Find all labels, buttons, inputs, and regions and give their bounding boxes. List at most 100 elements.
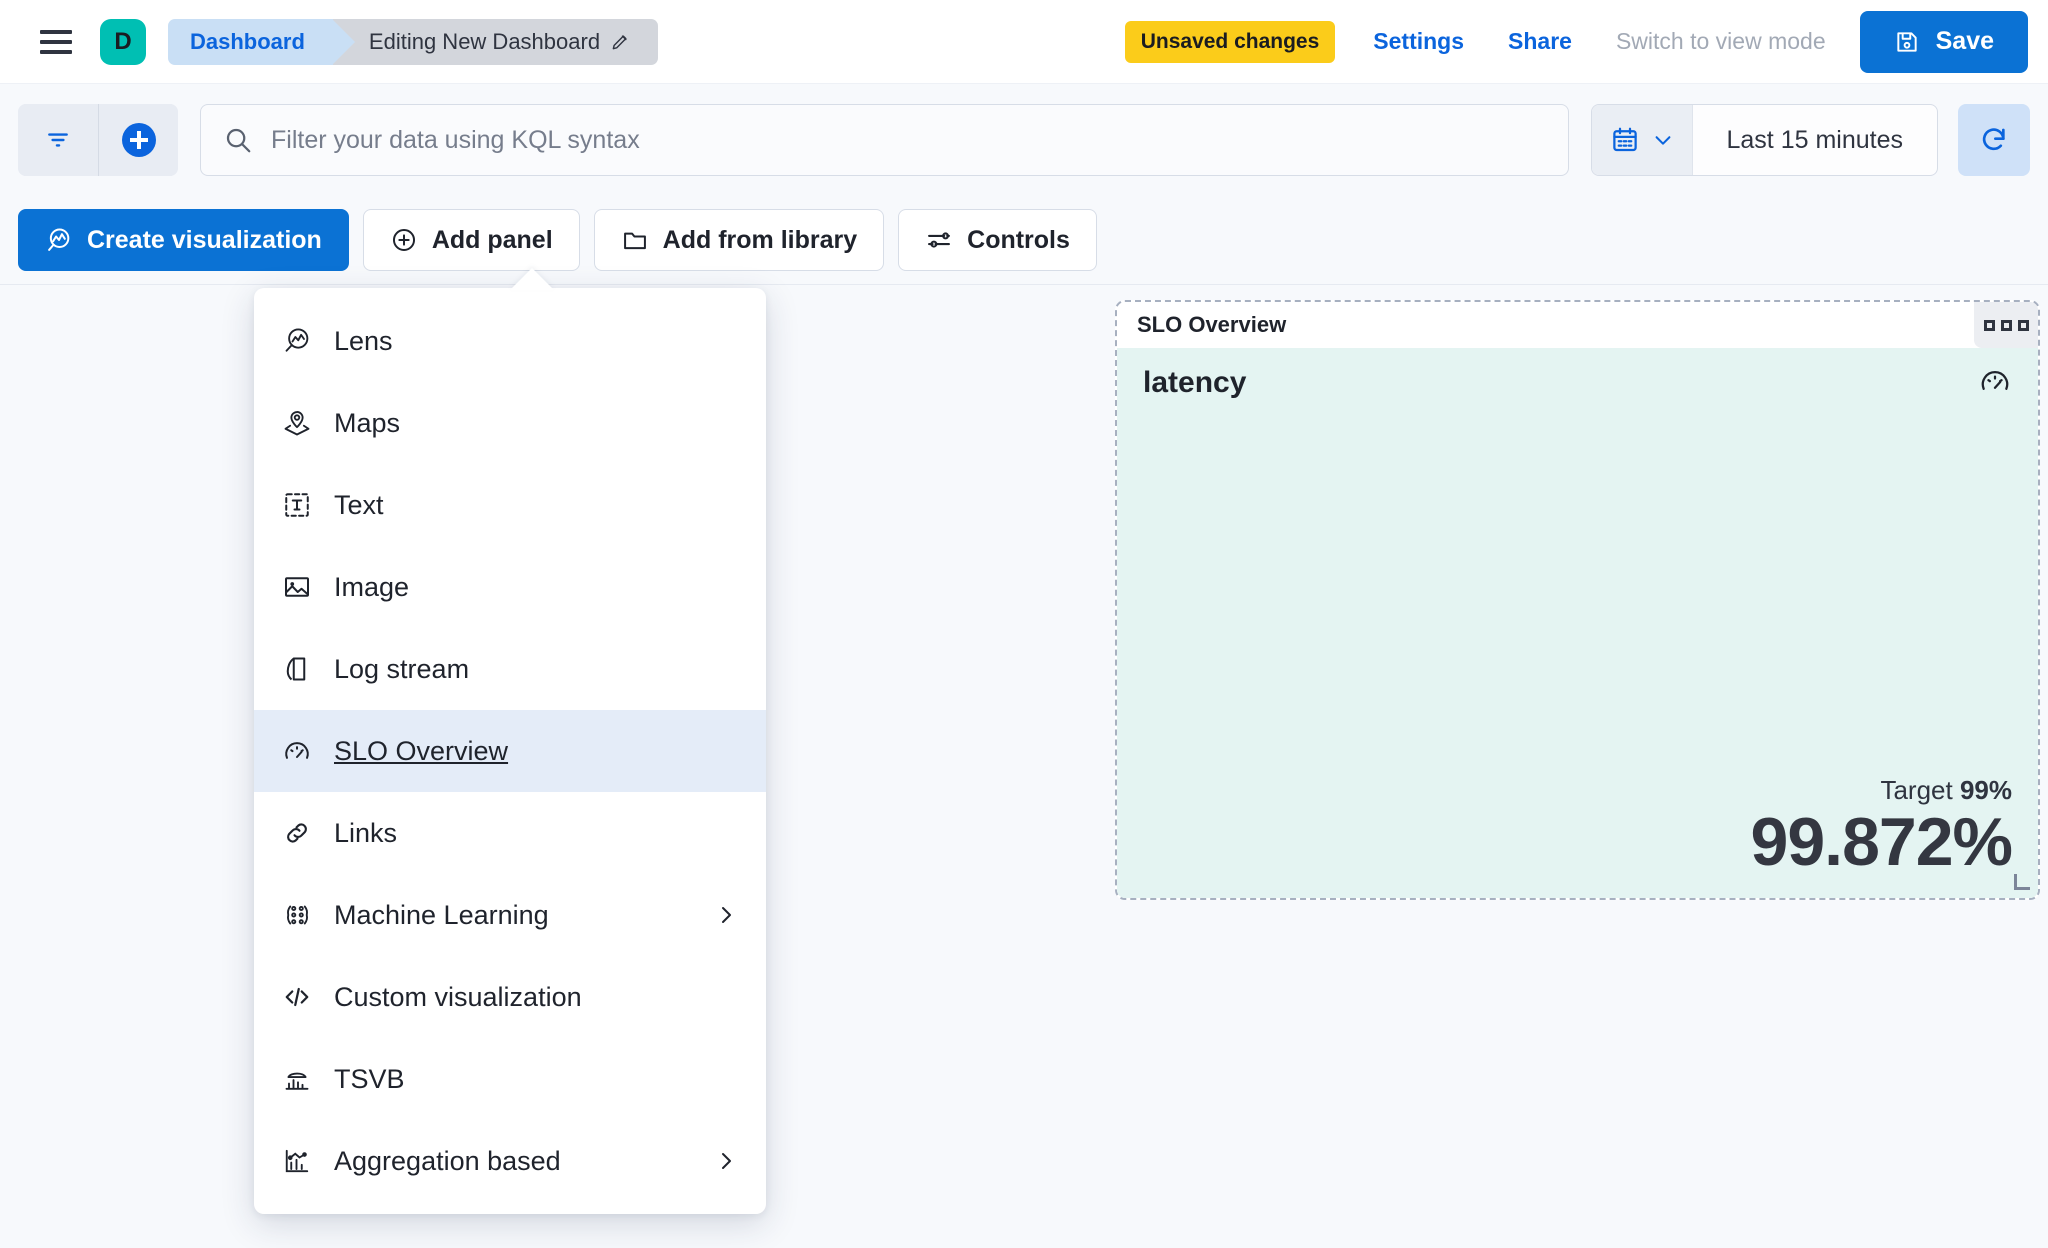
filter-button-group bbox=[18, 104, 178, 176]
save-button[interactable]: Save bbox=[1859, 10, 2028, 73]
add-panel-menu: Lens Maps Text Image Log stream bbox=[254, 288, 766, 1214]
aggregation-chart-icon bbox=[285, 1149, 309, 1173]
menu-item-label: Machine Learning bbox=[334, 899, 549, 930]
menu-item-aggregation-based[interactable]: Aggregation based bbox=[254, 1120, 766, 1202]
image-icon bbox=[285, 577, 310, 597]
add-from-library-button[interactable]: Add from library bbox=[593, 209, 885, 271]
log-stream-icon bbox=[286, 657, 306, 681]
context-dot bbox=[2017, 319, 2029, 331]
query-bar-row: Filter your data using KQL syntax Last 1… bbox=[0, 84, 2048, 196]
switch-to-view-mode-link[interactable]: Switch to view mode bbox=[1615, 28, 1826, 54]
search-input-placeholder: Filter your data using KQL syntax bbox=[271, 125, 640, 154]
slo-target-value: 99% bbox=[1959, 775, 2012, 805]
gauge-icon bbox=[1981, 371, 2009, 390]
menu-item-image[interactable]: Image bbox=[254, 546, 766, 628]
unsaved-changes-badge[interactable]: Unsaved changes bbox=[1124, 20, 1336, 63]
menu-item-machine-learning[interactable]: Machine Learning bbox=[254, 874, 766, 956]
slo-metric-name: latency bbox=[1143, 366, 1247, 399]
menu-item-tsvb[interactable]: TSVB bbox=[254, 1038, 766, 1120]
folder-icon bbox=[623, 232, 646, 250]
hamburger-bar bbox=[40, 29, 72, 34]
refresh-icon bbox=[1982, 128, 2005, 151]
panel-context-menu-button[interactable] bbox=[1974, 302, 2038, 348]
menu-item-label: Maps bbox=[334, 407, 401, 438]
settings-link[interactable]: Settings bbox=[1373, 28, 1465, 54]
save-button-label: Save bbox=[1935, 27, 1994, 55]
slo-overview-panel[interactable]: SLO Overview latency Target 99% 99.872% bbox=[1115, 300, 2040, 900]
slo-panel-body: latency Target 99% 99.872% bbox=[1117, 348, 2038, 898]
machine-learning-icon bbox=[287, 905, 308, 925]
hamburger-icon[interactable] bbox=[34, 20, 78, 64]
menu-item-label: Lens bbox=[334, 325, 393, 356]
slo-target-label: Target bbox=[1880, 775, 1953, 805]
controls-button[interactable]: Controls bbox=[898, 209, 1097, 271]
context-dot bbox=[2000, 319, 2012, 331]
plus-circle-icon bbox=[121, 123, 156, 157]
menu-item-slo-overview[interactable]: SLO Overview bbox=[254, 710, 766, 792]
chevron-down-icon bbox=[1655, 136, 1670, 145]
calendar-icon bbox=[1612, 127, 1637, 152]
search-icon bbox=[226, 128, 251, 153]
space-avatar[interactable]: D bbox=[100, 18, 146, 65]
menu-item-label: Aggregation based bbox=[334, 1145, 561, 1176]
chevron-right-icon bbox=[722, 1153, 731, 1169]
lens-icon bbox=[285, 328, 309, 352]
filter-options-button[interactable] bbox=[18, 104, 98, 176]
menu-item-links[interactable]: Links bbox=[254, 792, 766, 874]
pencil-icon bbox=[612, 34, 627, 49]
header-actions: Unsaved changes Settings Share Switch to… bbox=[1124, 10, 2028, 73]
breadcrumb-item-editing[interactable]: Editing New Dashboard bbox=[332, 18, 659, 65]
menu-item-custom-visualization[interactable]: Custom visualization bbox=[254, 956, 766, 1038]
menu-item-label: SLO Overview bbox=[334, 735, 509, 766]
dropdown-arrow bbox=[510, 268, 554, 290]
menu-item-maps[interactable]: Maps bbox=[254, 382, 766, 464]
tsvb-chart-icon bbox=[285, 1072, 309, 1090]
date-quick-select-button[interactable] bbox=[1591, 105, 1693, 175]
chevron-right-icon bbox=[722, 907, 731, 923]
breadcrumb: Dashboard Editing New Dashboard bbox=[168, 18, 659, 65]
menu-item-lens[interactable]: Lens bbox=[254, 300, 766, 382]
menu-item-label: Text bbox=[334, 489, 384, 520]
slo-values: Target 99% 99.872% bbox=[1143, 775, 2013, 880]
hamburger-bar bbox=[40, 49, 72, 54]
add-filter-button[interactable] bbox=[98, 104, 178, 176]
code-icon bbox=[285, 987, 309, 1007]
lens-icon bbox=[48, 228, 70, 251]
menu-item-label: Log stream bbox=[334, 653, 470, 684]
filter-icon bbox=[48, 133, 68, 147]
add-panel-label: Add panel bbox=[431, 225, 553, 254]
time-range-label[interactable]: Last 15 minutes bbox=[1726, 125, 1904, 154]
menu-item-label: Custom visualization bbox=[334, 981, 582, 1012]
slo-sli-value: 99.872% bbox=[1750, 804, 2013, 880]
breadcrumb-item-dashboard[interactable]: Dashboard bbox=[168, 18, 355, 65]
create-visualization-button[interactable]: Create visualization bbox=[18, 209, 349, 271]
menu-item-label: Links bbox=[334, 817, 398, 848]
dashboard-toolbar: Create visualization Add panel Add from … bbox=[0, 196, 2048, 284]
slo-target: Target 99% bbox=[1143, 775, 2012, 806]
top-header: D Dashboard Editing New Dashboard Unsave… bbox=[0, 0, 2048, 84]
gauge-icon bbox=[285, 742, 309, 759]
search-input[interactable]: Filter your data using KQL syntax bbox=[200, 104, 1569, 176]
refresh-button[interactable] bbox=[1958, 104, 2030, 176]
create-visualization-label: Create visualization bbox=[87, 225, 322, 254]
context-dot bbox=[1983, 319, 1995, 331]
controls-icon bbox=[928, 232, 951, 248]
breadcrumb-editing-label: Editing New Dashboard bbox=[368, 28, 601, 54]
add-from-library-label: Add from library bbox=[662, 225, 858, 254]
map-marker-layers-icon bbox=[284, 411, 310, 436]
menu-item-label: Image bbox=[334, 571, 410, 602]
menu-item-log-stream[interactable]: Log stream bbox=[254, 628, 766, 710]
date-picker: Last 15 minutes bbox=[1590, 104, 1938, 176]
menu-item-label: TSVB bbox=[334, 1063, 405, 1094]
panel-header: SLO Overview bbox=[1117, 302, 2038, 348]
share-link[interactable]: Share bbox=[1508, 28, 1572, 54]
hamburger-bar bbox=[40, 39, 72, 44]
save-disk-icon bbox=[1896, 31, 1917, 52]
menu-item-text[interactable]: Text bbox=[254, 464, 766, 546]
plus-circle-outline-icon bbox=[392, 228, 415, 252]
add-panel-button[interactable]: Add panel bbox=[362, 209, 580, 271]
resize-handle-icon[interactable] bbox=[2014, 874, 2030, 890]
controls-label: Controls bbox=[967, 225, 1070, 254]
panel-title: SLO Overview bbox=[1137, 312, 1287, 337]
link-icon bbox=[287, 823, 307, 843]
